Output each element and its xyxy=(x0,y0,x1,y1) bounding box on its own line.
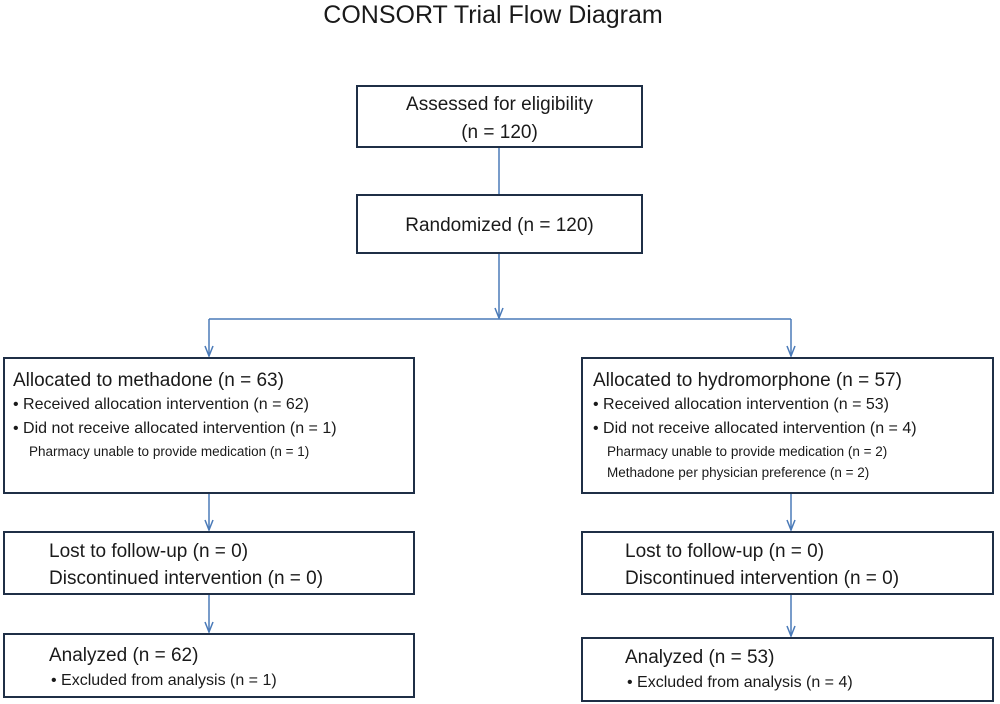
analysis-bullet: • Excluded from analysis (n = 1) xyxy=(51,672,277,689)
methadone-allocation-box: Allocated to methadone (n = 63) • Receiv… xyxy=(3,357,415,494)
allocation-bullet: • Received allocation intervention (n = … xyxy=(13,396,309,413)
hydromorphone-analysis-box: Analyzed (n = 53) • Excluded from analys… xyxy=(581,637,994,702)
followup-line: Discontinued intervention (n = 0) xyxy=(625,568,900,589)
diagram-title: CONSORT Trial Flow Diagram xyxy=(323,1,663,29)
allocation-bullet: • Did not receive allocated intervention… xyxy=(13,420,337,437)
analysis-bullet: • Excluded from analysis (n = 4) xyxy=(627,674,853,691)
hydromorphone-allocation-box: Allocated to hydromorphone (n = 57) • Re… xyxy=(581,357,994,494)
methadone-followup-box: Lost to follow-up (n = 0) Discontinued i… xyxy=(3,531,415,595)
allocation-sub-item: Pharmacy unable to provide medication (n… xyxy=(607,444,888,459)
allocation-bullet: • Did not receive allocated intervention… xyxy=(593,420,917,437)
assessed-box: Assessed for eligibility (n = 120) xyxy=(356,85,643,148)
analysis-heading: Analyzed (n = 53) xyxy=(625,647,775,668)
allocation-bullet: • Received allocation intervention (n = … xyxy=(593,396,889,413)
allocation-heading: Allocated to hydromorphone (n = 57) xyxy=(593,370,902,391)
assessed-count: (n = 120) xyxy=(461,122,538,143)
hydromorphone-followup-box: Lost to follow-up (n = 0) Discontinued i… xyxy=(581,531,994,595)
allocation-sub-item: Pharmacy unable to provide medication (n… xyxy=(29,444,310,459)
allocation-heading: Allocated to methadone (n = 63) xyxy=(13,370,284,391)
followup-line: Discontinued intervention (n = 0) xyxy=(49,568,324,589)
allocation-sub-item: Methadone per physician preference (n = … xyxy=(607,465,870,480)
followup-line: Lost to follow-up (n = 0) xyxy=(49,541,249,562)
followup-line: Lost to follow-up (n = 0) xyxy=(625,541,825,562)
randomized-box: Randomized (n = 120) xyxy=(356,194,643,254)
methadone-analysis-box: Analyzed (n = 62) • Excluded from analys… xyxy=(3,633,415,698)
analysis-heading: Analyzed (n = 62) xyxy=(49,645,199,666)
assessed-label: Assessed for eligibility xyxy=(406,94,593,115)
randomized-label: Randomized (n = 120) xyxy=(405,215,594,236)
